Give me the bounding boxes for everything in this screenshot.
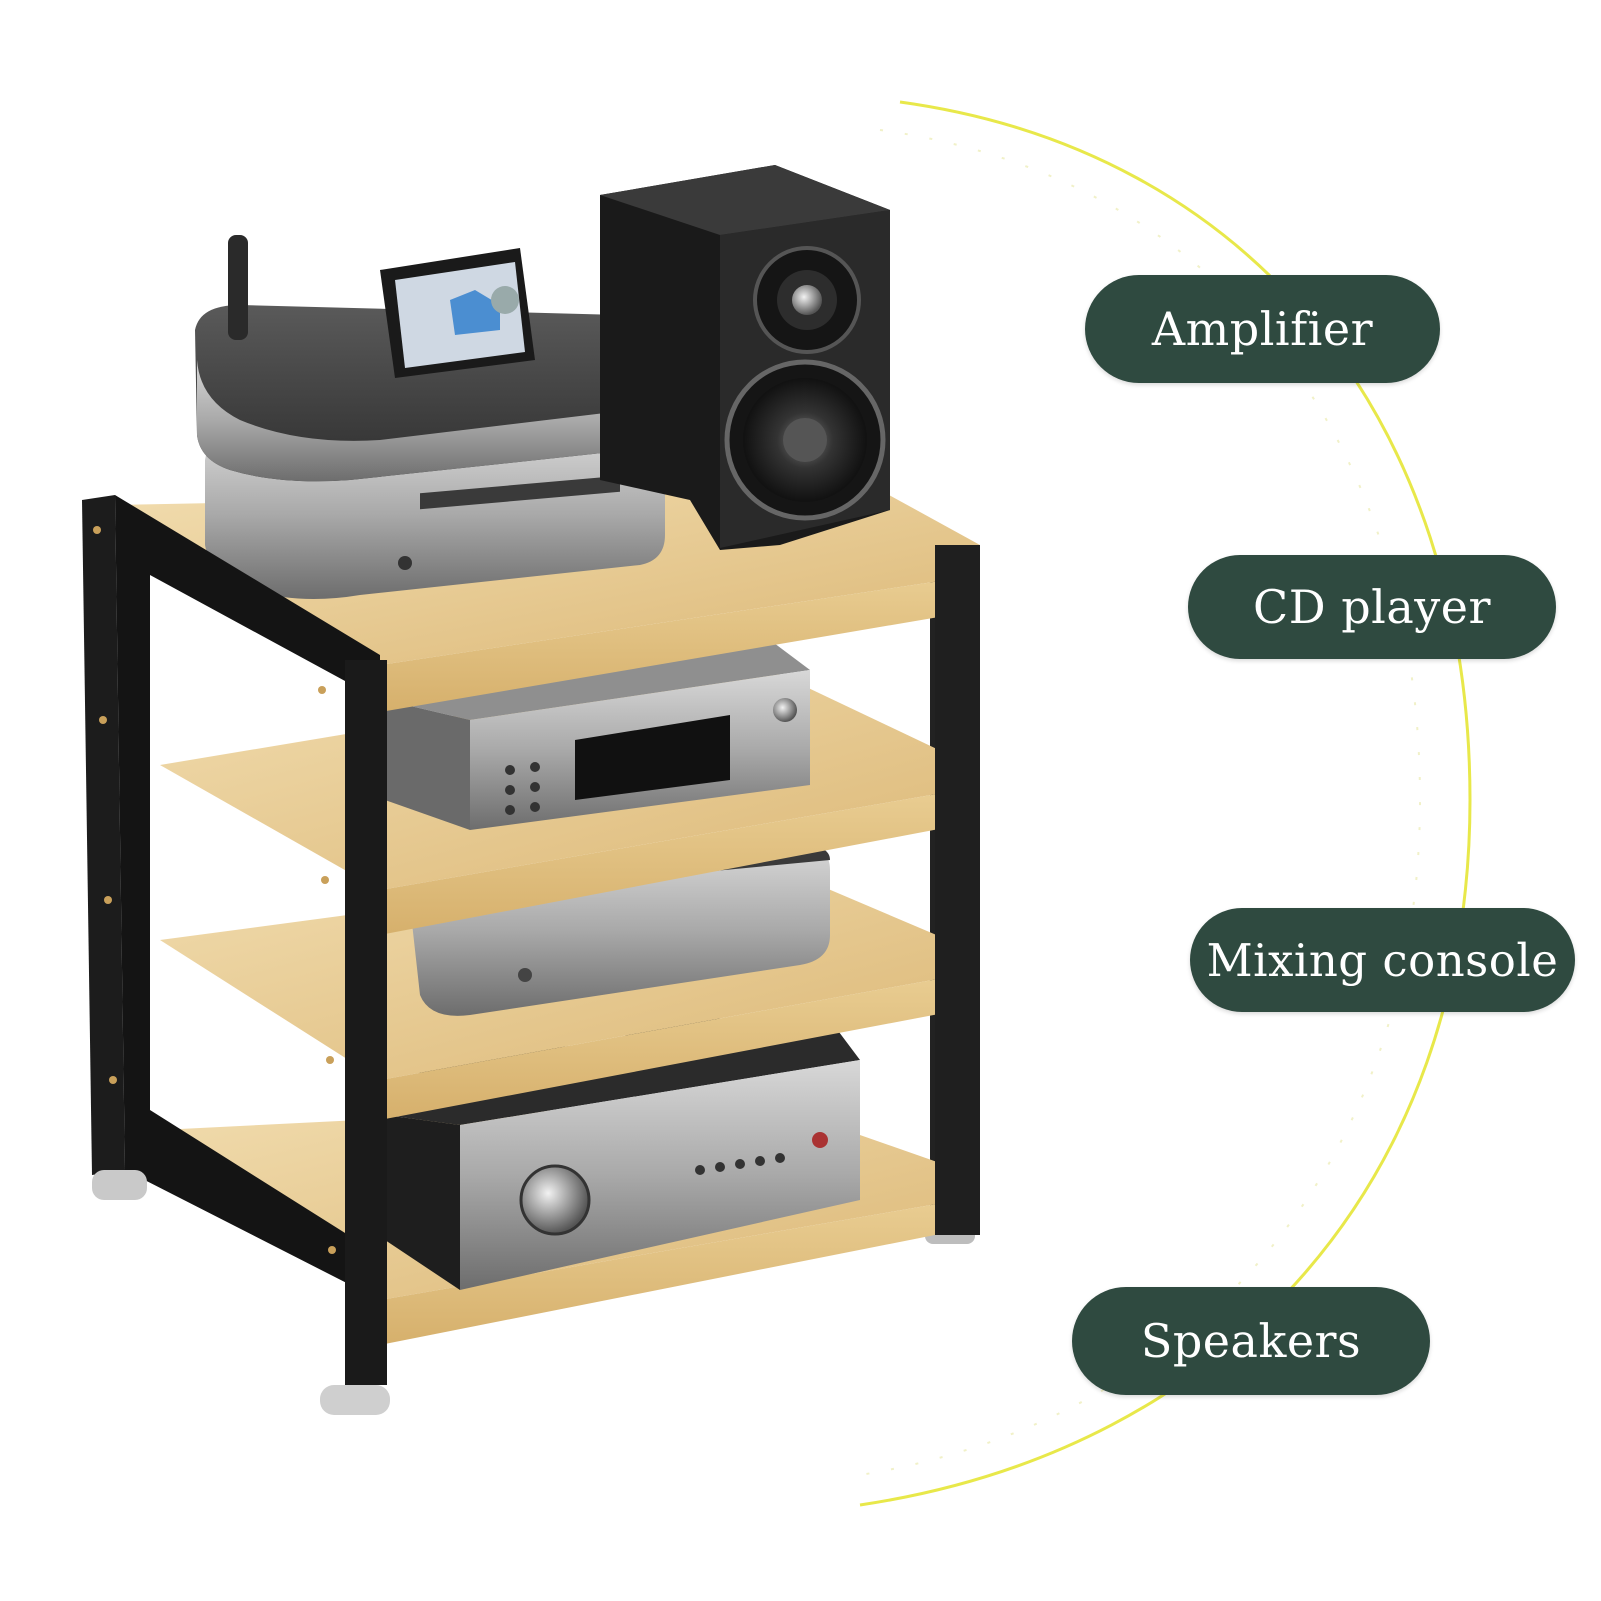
label-amplifier: Amplifier [1085, 275, 1440, 383]
stand-front-frame [82, 495, 980, 1415]
label-speakers: Speakers [1072, 1287, 1430, 1395]
amplifier-display [380, 248, 535, 378]
amplifier-device [195, 235, 662, 482]
label-cd-player: CD player [1188, 555, 1556, 659]
mixing-console-device [385, 640, 810, 830]
label-mixing-console: Mixing console [1190, 908, 1575, 1012]
bookshelf-speaker [600, 165, 890, 550]
